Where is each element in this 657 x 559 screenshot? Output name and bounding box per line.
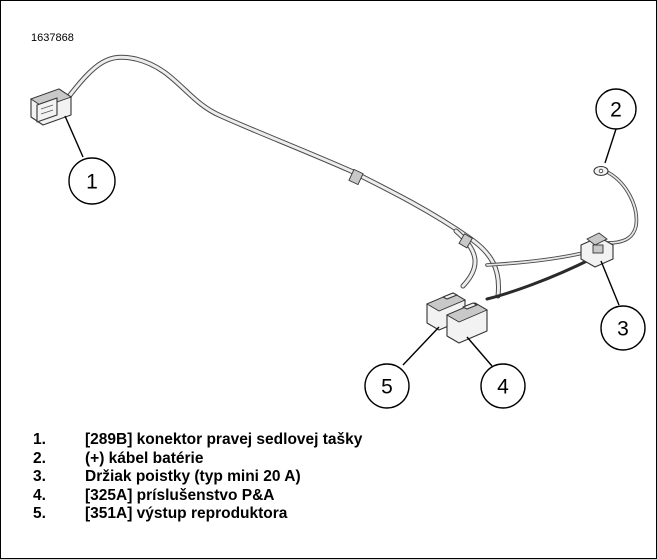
callout-5: 5 bbox=[364, 363, 410, 409]
legend-number: 5. bbox=[33, 505, 46, 523]
accessory-connector bbox=[446, 302, 488, 344]
legend-item: 5. [351A] výstup reproduktora bbox=[33, 505, 362, 524]
legend-item: 1. [289B] konektor pravej sedlovej tašky bbox=[33, 431, 362, 450]
legend-item: 4. [325A] príslušenstvo P&A bbox=[33, 487, 362, 506]
callout-2: 2 bbox=[595, 88, 637, 130]
harness-branch-wire bbox=[453, 228, 478, 289]
svg-text:2: 2 bbox=[610, 99, 622, 122]
fuse-branch-wire bbox=[485, 249, 593, 301]
svg-text:5: 5 bbox=[381, 376, 393, 399]
parts-legend: 1.[289B] konektor pravej sedlovej tašky … bbox=[33, 431, 362, 524]
leader-line-1 bbox=[64, 115, 84, 158]
legend-number: 1. bbox=[33, 431, 46, 448]
svg-text:3: 3 bbox=[617, 318, 629, 341]
leader-line-3 bbox=[600, 260, 620, 306]
legend-text: Držiak poistky (typ mini 20 A) bbox=[85, 468, 301, 486]
callout-4: 4 bbox=[480, 363, 526, 409]
saddlebag-connector bbox=[30, 88, 72, 126]
legend-number: 2. bbox=[33, 449, 46, 467]
legend-text: [351A] výstup reproduktora bbox=[85, 505, 288, 523]
leader-line-2 bbox=[604, 128, 617, 164]
harness-clips bbox=[348, 168, 473, 249]
harness-main-wire bbox=[64, 54, 502, 299]
leader-line-5 bbox=[402, 326, 440, 366]
legend-number: 3. bbox=[33, 468, 46, 486]
svg-text:1: 1 bbox=[86, 171, 98, 194]
battery-cable bbox=[593, 165, 639, 245]
legend-text: (+) kábel batérie bbox=[85, 449, 204, 467]
leader-line-4 bbox=[466, 336, 493, 367]
legend-item: 2. (+) kábel batérie bbox=[33, 450, 362, 469]
svg-text:4: 4 bbox=[497, 376, 509, 399]
legend-item: 3. Držiak poistky (typ mini 20 A) bbox=[33, 468, 362, 487]
fuse-holder bbox=[580, 232, 614, 268]
figure-id: 1637868 bbox=[31, 32, 74, 44]
legend-number: 4. bbox=[33, 486, 46, 504]
legend-text: [325A] príslušenstvo P&A bbox=[85, 486, 275, 504]
callout-1: 1 bbox=[68, 157, 116, 205]
wiring-harness-diagram: 1 2 3 4 5 bbox=[30, 54, 646, 409]
legend-text: [289B] konektor pravej sedlovej tašky bbox=[85, 431, 363, 448]
callout-3: 3 bbox=[600, 305, 646, 351]
